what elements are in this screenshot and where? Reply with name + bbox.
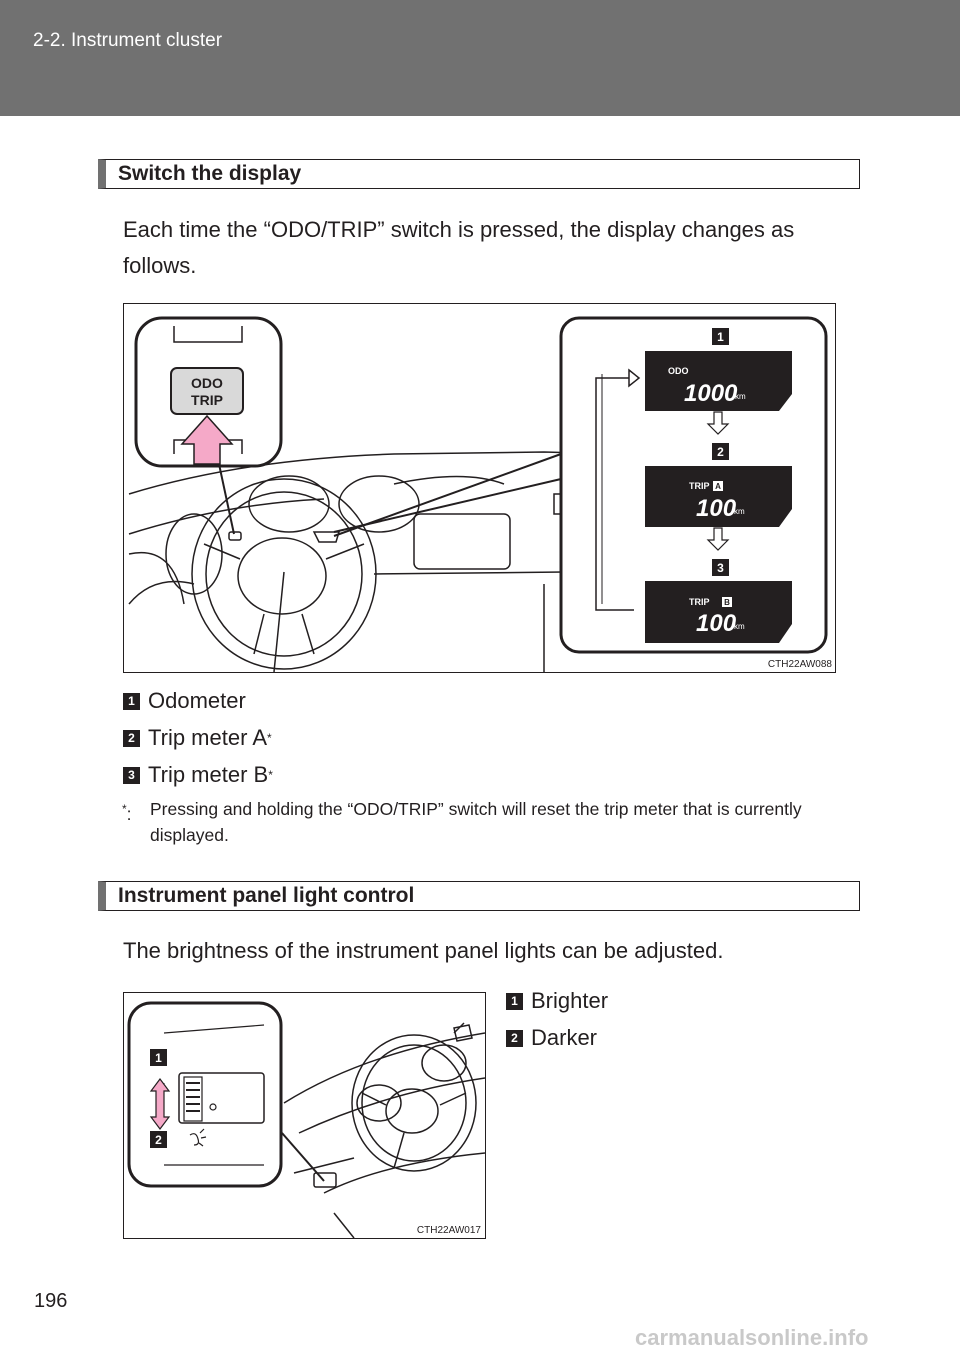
- section-heading-switch-display: Switch the display: [98, 159, 860, 189]
- odo-display: ODO 1000 km: [645, 351, 792, 411]
- legend-number-icon: 1: [506, 992, 523, 1010]
- page-header: 2-2. Instrument cluster: [0, 0, 960, 116]
- switch-label-odo: ODO: [191, 375, 223, 391]
- callout-2-text: 2: [155, 1133, 162, 1147]
- legend-number-icon: 1: [123, 692, 140, 710]
- legend-item-trip-a: 2 Trip meter A*: [123, 725, 272, 751]
- trip-b-mode-label: TRIP: [689, 597, 710, 607]
- trip-a-unit: km: [734, 507, 745, 516]
- legend-label: Trip meter B: [148, 762, 269, 787]
- odo-mode-label: ODO: [668, 366, 689, 376]
- trip-b-unit: km: [734, 622, 745, 631]
- trip-a-value: 100: [696, 495, 737, 522]
- cockpit-illustration: ODO TRIP 1 2 3 ODO 1000 km: [128, 316, 828, 672]
- section-heading-panel-light: Instrument panel light control: [98, 881, 860, 911]
- callout-1-icon: 1: [150, 1049, 167, 1066]
- legend-item-trip-b: 3 Trip meter B*: [123, 762, 273, 788]
- legend-label: Darker: [531, 1025, 598, 1050]
- legend-label: Brighter: [531, 988, 609, 1013]
- section-heading-text: Instrument panel light control: [118, 884, 415, 907]
- trip-b-display: TRIP B 100 km: [645, 581, 792, 643]
- legend-number-icon: 2: [123, 729, 140, 747]
- illumination-symbol-icon: [189, 1128, 207, 1147]
- section-body-text: The brightness of the instrument panel l…: [123, 938, 724, 963]
- legend-item-brighter: 1 Brighter: [506, 988, 608, 1014]
- footnote-mark: *:: [122, 802, 132, 824]
- callout-2-icon: 2: [712, 443, 729, 460]
- switch-label-trip: TRIP: [191, 392, 223, 408]
- odo-value: 1000: [684, 380, 738, 407]
- footnote: *: Pressing and holding the “ODO/TRIP” s…: [122, 796, 862, 848]
- adjust-arrow-icon: [149, 1078, 171, 1130]
- callout-1-icon: 1: [712, 328, 729, 345]
- panel-light-illustration: 1 2: [127, 1001, 485, 1238]
- chapter-title: 2-2. Instrument cluster: [33, 30, 223, 51]
- callout-3-text: 3: [717, 561, 724, 575]
- odo-unit: km: [735, 392, 746, 401]
- callout-2-icon: 2: [150, 1131, 167, 1148]
- trip-a-mode-label: TRIP: [689, 481, 710, 491]
- figure-code: CTH22AW017: [416, 1225, 481, 1236]
- figure-code: CTH22AW088: [767, 659, 832, 670]
- legend-number-icon: 3: [123, 766, 140, 784]
- legend-item-odometer: 1 Odometer: [123, 688, 246, 714]
- odo-trip-figure: ODO TRIP 1 2 3 ODO 1000 km: [123, 303, 836, 673]
- press-arrow: [180, 414, 234, 465]
- section-body-text: Each time the “ODO/TRIP” switch is press…: [123, 217, 795, 278]
- callout-1-text: 1: [155, 1051, 162, 1065]
- trip-a-display: TRIP A 100 km: [645, 466, 792, 527]
- legend-label: Odometer: [148, 688, 246, 713]
- callout-3-icon: 3: [712, 559, 729, 576]
- legend-item-darker: 2 Darker: [506, 1025, 597, 1051]
- legend-label: Trip meter A: [148, 725, 267, 750]
- trip-a-badge: A: [715, 482, 721, 491]
- section-heading-text: Switch the display: [118, 162, 302, 185]
- watermark: carmanualsonline.info: [635, 1325, 869, 1350]
- legend-asterisk: *: [268, 768, 273, 782]
- legend-number-icon: 2: [506, 1029, 523, 1047]
- page-number: 196: [34, 1290, 68, 1312]
- callout-2-text: 2: [717, 445, 724, 459]
- footnote-text: Pressing and holding the “ODO/TRIP” swit…: [150, 799, 802, 845]
- panel-light-figure: 1 2 CTH22AW017: [123, 992, 486, 1239]
- trip-b-value: 100: [696, 610, 737, 637]
- trip-b-badge: B: [724, 598, 730, 607]
- legend-asterisk: *: [267, 731, 272, 745]
- callout-1-text: 1: [717, 330, 724, 344]
